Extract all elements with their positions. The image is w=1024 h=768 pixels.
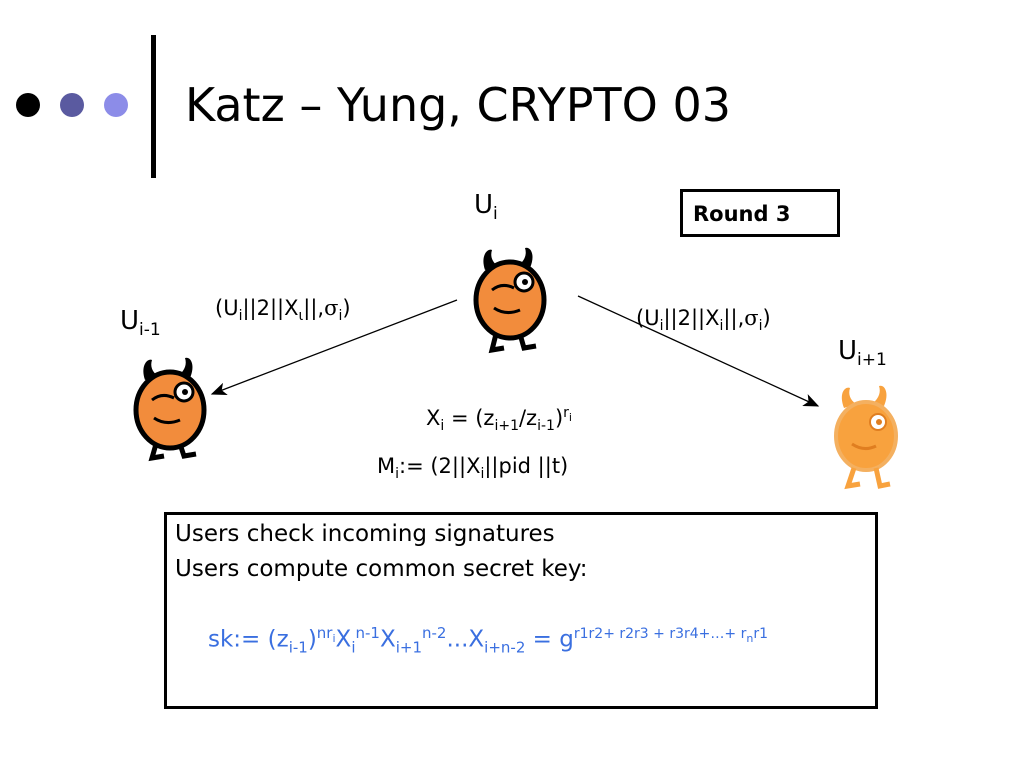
user-label-right: Ui+1 bbox=[838, 336, 887, 371]
arrow-to-right-user bbox=[577, 295, 820, 407]
message-right: (Ui||2||Xi||,σi) bbox=[636, 306, 771, 335]
info-line-1: Users check incoming signatures bbox=[175, 521, 555, 547]
devil-character-right bbox=[834, 385, 898, 490]
decor-dot-3 bbox=[104, 93, 128, 117]
user-label-left: Ui-1 bbox=[120, 306, 161, 341]
equation-m: Mi:= (2||Xi||pid ||t) bbox=[377, 454, 569, 483]
info-line-2: Users compute common secret key: bbox=[175, 556, 588, 582]
arrow-to-left-user bbox=[210, 299, 458, 395]
message-left: (Ui||2||Xι||,σi) bbox=[215, 296, 351, 325]
decor-dot-1 bbox=[16, 93, 40, 117]
secret-key-equation: sk:= (zi-1)nriXin-1Xi+1n-2...Xi+n-2 = gr… bbox=[208, 624, 768, 657]
round-badge: Round 3 bbox=[680, 189, 840, 237]
title-divider bbox=[151, 35, 156, 178]
user-label-center: Ui bbox=[474, 190, 498, 225]
slide-title: Katz – Yung, CRYPTO 03 bbox=[185, 78, 731, 132]
devil-character-center bbox=[473, 247, 547, 354]
info-box bbox=[164, 512, 878, 709]
equation-x: Xi = (zi+1/zi-1)ri bbox=[426, 405, 572, 435]
devil-character-left bbox=[133, 357, 207, 462]
decor-dot-2 bbox=[60, 93, 84, 117]
